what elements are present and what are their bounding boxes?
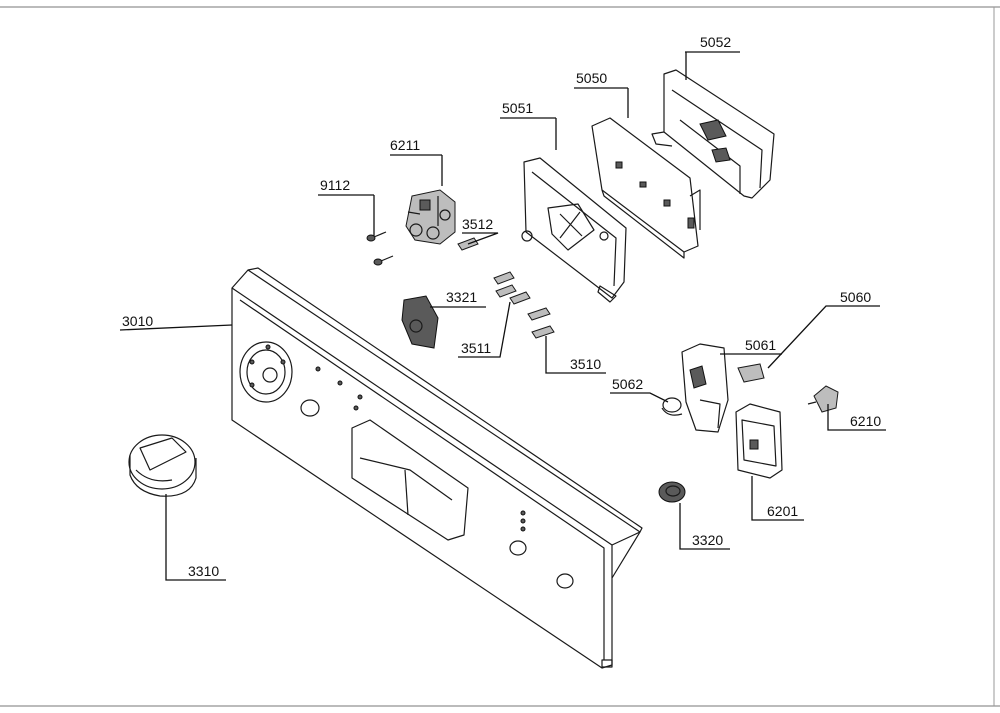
screws — [366, 231, 394, 266]
label-5061: 5061 — [745, 337, 776, 353]
program-knob — [128, 434, 197, 497]
label-3310: 3310 — [188, 563, 219, 579]
leader-lines — [119, 51, 886, 581]
selector-switch — [405, 189, 456, 245]
sheet-frame — [0, 6, 1000, 707]
door-switch-assembly — [661, 343, 765, 433]
label-3321: 3321 — [446, 289, 477, 305]
label-3510: 3510 — [570, 356, 601, 372]
part-labels: 5052 5050 5051 6211 9112 3512 3321 3010 … — [122, 34, 881, 579]
light-cover — [735, 403, 783, 479]
module-cover — [651, 69, 775, 199]
label-5050: 5050 — [576, 70, 607, 86]
label-6201: 6201 — [767, 503, 798, 519]
circuit-board — [591, 117, 701, 259]
label-3010: 3010 — [122, 313, 153, 329]
control-panel-fascia — [231, 267, 643, 669]
label-6210: 6210 — [850, 413, 881, 429]
label-9112: 9112 — [320, 177, 350, 193]
label-3511: 3511 — [461, 340, 491, 356]
button-lever — [401, 295, 439, 349]
label-6211: 6211 — [390, 137, 420, 153]
label-3320: 3320 — [692, 532, 723, 548]
label-5060: 5060 — [840, 289, 871, 305]
push-button — [658, 481, 686, 503]
label-5052: 5052 — [700, 34, 731, 50]
module-bracket — [521, 157, 627, 303]
label-3512: 3512 — [462, 216, 493, 232]
label-5051: 5051 — [502, 100, 533, 116]
label-5062: 5062 — [612, 376, 643, 392]
indicator-lamp — [807, 385, 839, 413]
